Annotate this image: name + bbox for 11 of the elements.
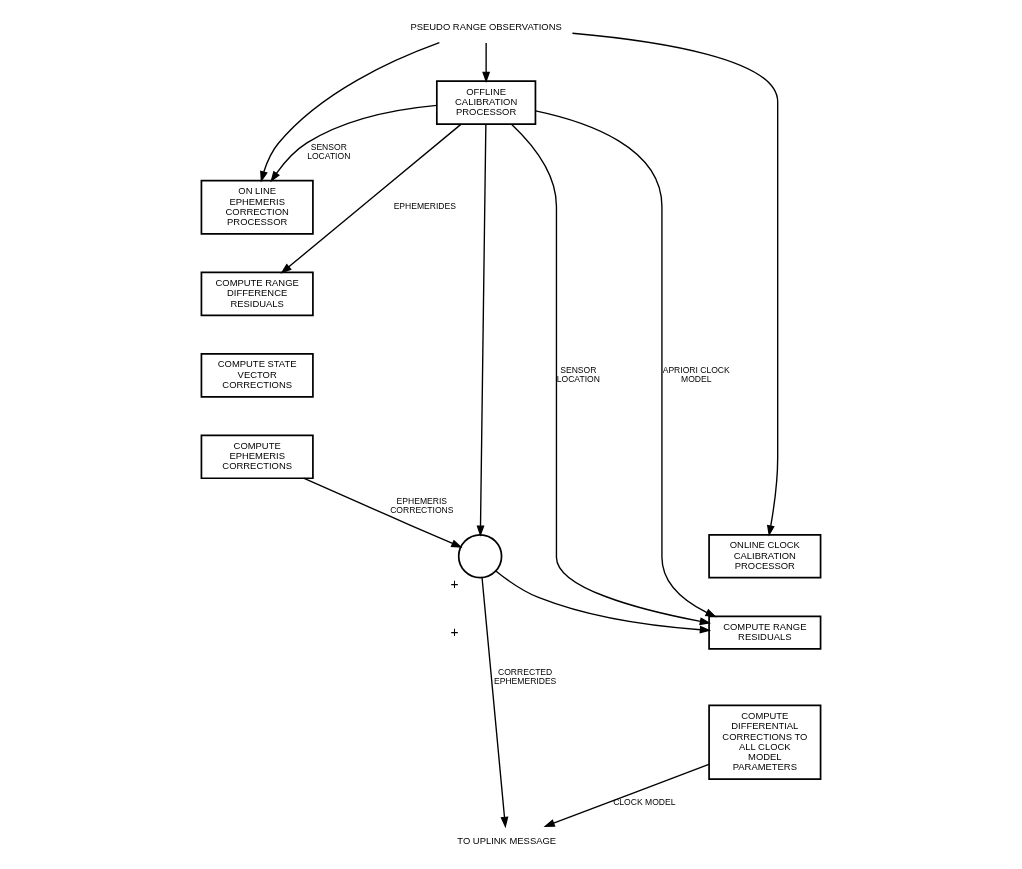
edge-label: EPHEMERIS CORRECTIONS	[390, 495, 454, 516]
node-label: +	[450, 624, 459, 640]
node-text: PSEUDO RANGE OBSERVATIONS	[410, 20, 562, 32]
edge-label: SENSOR LOCATION	[307, 141, 351, 162]
edge-label: CLOCK MODEL	[613, 796, 676, 807]
edge-label: CORRECTED EPHEMERIDES	[493, 666, 557, 687]
edge-label: SENSOR LOCATION	[556, 364, 600, 385]
node-label: +	[450, 576, 459, 592]
node-text: TO UPLINK MESSAGE	[457, 835, 557, 847]
edge-label: EPHEMERIDES	[393, 201, 456, 212]
edge-label: APRIORI CLOCK MODEL	[662, 364, 730, 385]
